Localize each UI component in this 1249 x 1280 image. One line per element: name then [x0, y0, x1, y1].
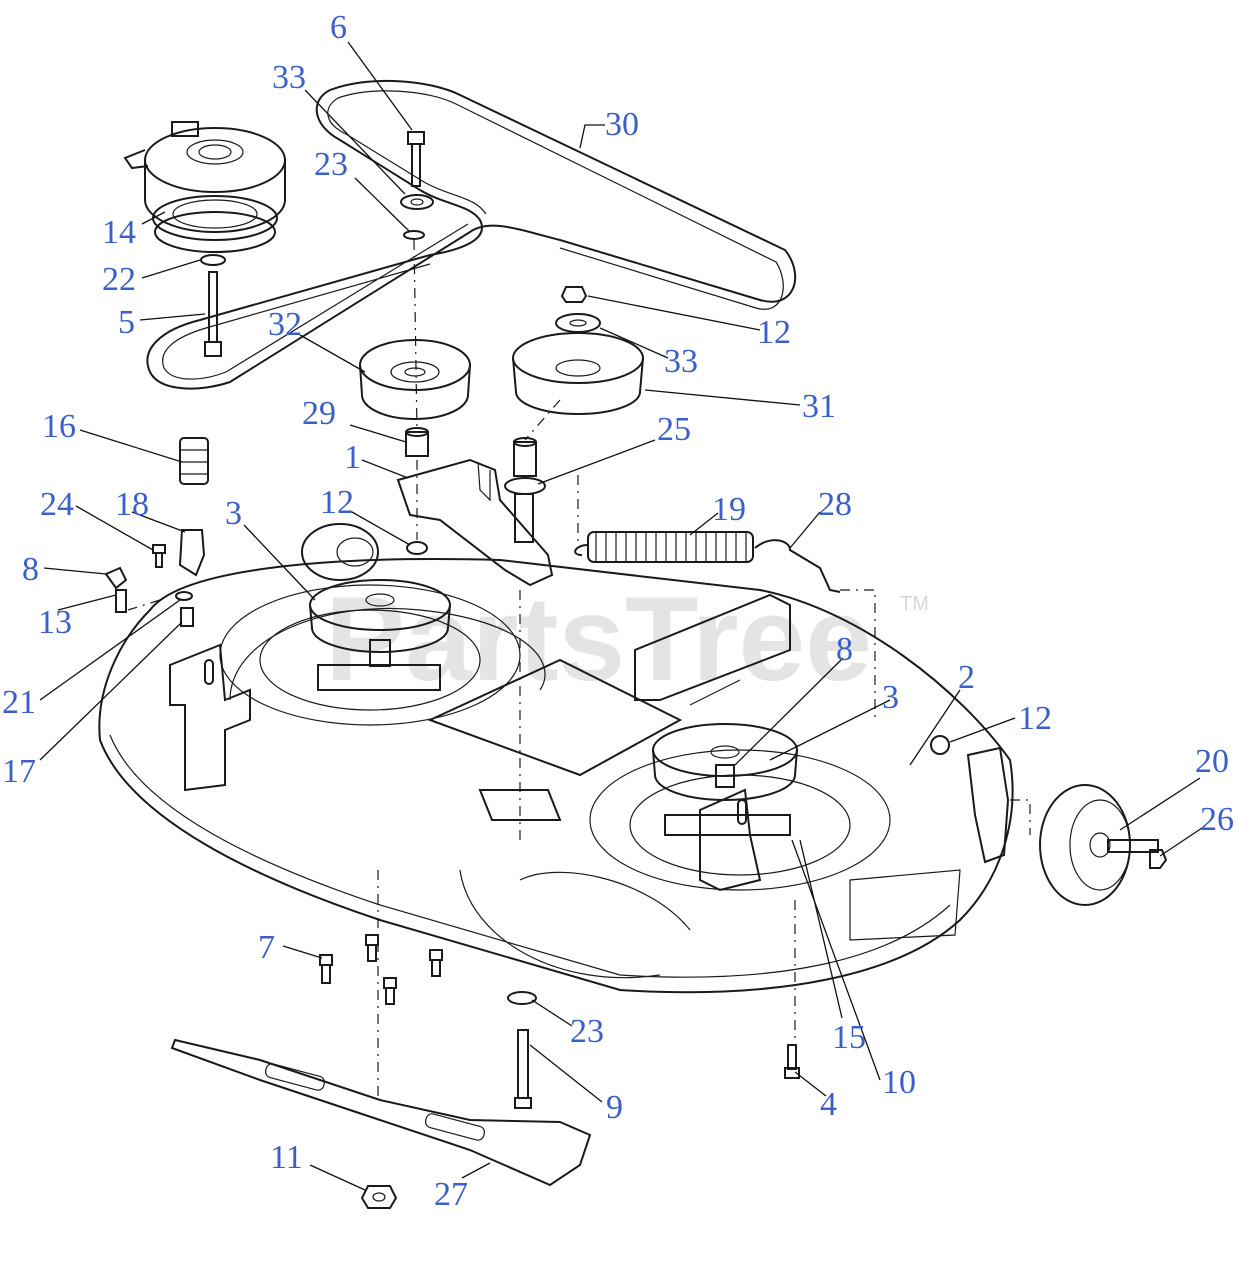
nut-12-right	[930, 735, 950, 755]
idler-arm-1	[396, 458, 554, 587]
watermark-trademark: TM	[900, 593, 929, 615]
lift-knob-16	[179, 437, 209, 485]
bolt-13	[115, 589, 127, 613]
callout-8: 8	[22, 551, 39, 588]
callout-21: 21	[2, 684, 36, 721]
callout-5: 5	[118, 304, 135, 341]
callout-8-right: 8	[836, 631, 853, 668]
washer-23-top	[403, 230, 425, 240]
leader-lines	[39, 41, 1206, 1191]
deck-housing	[98, 558, 1014, 994]
callout-11: 11	[270, 1139, 303, 1176]
callout-3-right: 3	[882, 679, 899, 716]
callout-12-right: 12	[1018, 700, 1052, 737]
idler-pulley-31	[512, 332, 644, 415]
callout-13: 13	[38, 604, 72, 641]
washer-21	[175, 591, 193, 601]
spindle-bolt-9	[514, 1029, 532, 1109]
bearing-33-right	[555, 313, 601, 333]
callout-15: 15	[832, 1019, 866, 1056]
washer-22	[200, 254, 226, 266]
callout-20: 20	[1195, 743, 1229, 780]
hanger-bracket-left	[169, 643, 251, 792]
hanger-bracket-right	[699, 788, 762, 892]
pin-8-left	[104, 566, 128, 590]
electric-clutch-14	[123, 121, 286, 253]
callout-31: 31	[802, 388, 836, 425]
bolt-5	[204, 271, 222, 357]
callout-17: 17	[2, 753, 36, 790]
callout-28: 28	[818, 486, 852, 523]
center-baffle	[427, 658, 683, 821]
callout-32: 32	[268, 306, 302, 343]
spring-rod-28	[754, 539, 841, 593]
washer-23-bottom	[507, 991, 537, 1005]
bracket-18	[178, 529, 206, 577]
callout-7: 7	[258, 929, 275, 966]
callout-26: 26	[1200, 801, 1234, 838]
spacer-29	[405, 427, 429, 457]
callout-24: 24	[40, 486, 74, 523]
centerlines	[127, 239, 1031, 1100]
wheel-bracket-right	[966, 746, 1010, 864]
callout-23: 23	[314, 146, 348, 183]
spindle-pulley-3-left	[309, 579, 451, 691]
callout-27: 27	[434, 1176, 468, 1213]
callout-3: 3	[225, 495, 242, 532]
belt-30	[146, 79, 797, 390]
gauge-wheel-20	[1039, 784, 1131, 906]
bearing-33-left	[400, 194, 434, 210]
callout-29: 29	[302, 395, 336, 432]
blade-27	[170, 1038, 592, 1187]
callout-33: 33	[272, 59, 306, 96]
rear-bracket	[634, 593, 791, 706]
spring-19	[574, 531, 754, 563]
spindle-pulley-3-right	[652, 723, 798, 836]
idler-pulley-32	[359, 339, 471, 420]
axle-bolt-26	[1107, 839, 1168, 869]
callout-25: 25	[657, 411, 691, 448]
callout-19: 19	[712, 491, 746, 528]
callout-1: 1	[344, 439, 361, 476]
bolts-7	[319, 934, 443, 1005]
callout-9: 9	[606, 1089, 623, 1126]
callout-12: 12	[757, 314, 791, 351]
callout-12-mid: 12	[320, 484, 354, 521]
nut-12-mid	[406, 541, 428, 555]
callout-30: 30	[605, 106, 639, 143]
callout-23-bottom: 23	[570, 1013, 604, 1050]
spacer-25	[504, 437, 546, 543]
rear-wheel-left	[301, 523, 379, 581]
callout-6: 6	[330, 9, 347, 46]
callout-18: 18	[115, 486, 149, 523]
bushing-17	[180, 607, 194, 627]
callout-10: 10	[882, 1064, 916, 1101]
bolt-6	[407, 131, 425, 187]
blade-nut-11	[360, 1185, 398, 1209]
callout-22: 22	[102, 261, 136, 298]
callout-labels: 6 33 30 23 14 22 5 32 12 33 31 16 29 25 …	[2, 9, 1234, 1213]
screw-24	[152, 544, 166, 568]
callout-16: 16	[42, 408, 76, 445]
callout-2: 2	[958, 659, 975, 696]
callout-33-right: 33	[664, 343, 698, 380]
callout-14: 14	[102, 214, 136, 251]
nut-12-top	[560, 286, 588, 303]
callout-4: 4	[820, 1086, 837, 1123]
bolt-4	[784, 1044, 800, 1079]
